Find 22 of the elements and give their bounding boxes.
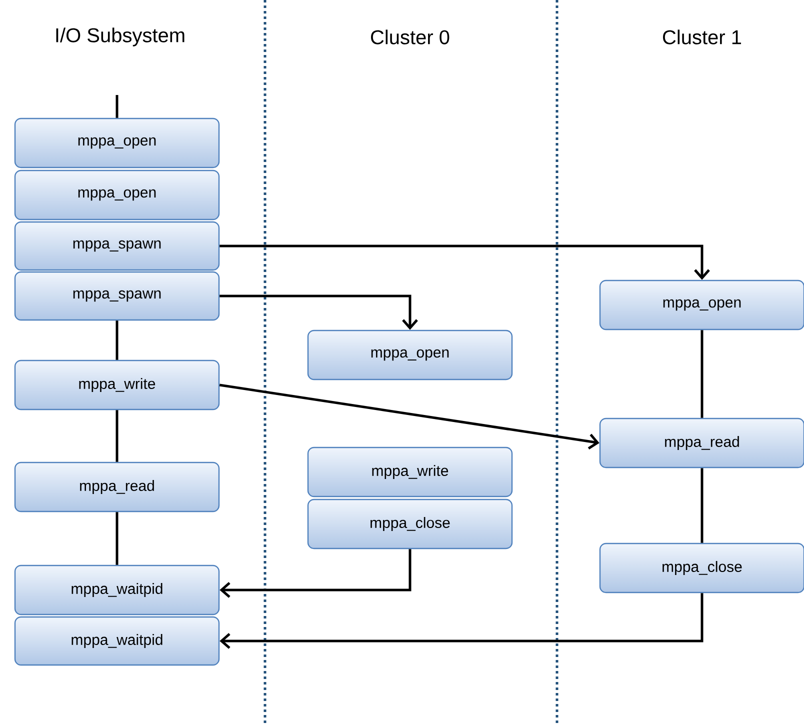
process-box: mppa_spawn	[14, 271, 220, 321]
process-box: mppa_waitpid	[14, 616, 220, 666]
process-box: mppa_read	[14, 462, 220, 512]
process-box: mppa_open	[14, 118, 220, 168]
connector-arrow	[219, 384, 600, 450]
process-box: mppa_waitpid	[14, 564, 220, 616]
connector-arrow	[220, 549, 412, 598]
process-box: mppa_close	[307, 498, 513, 550]
connector-arrow	[220, 593, 704, 649]
process-box: mppa_write	[14, 360, 220, 410]
process-box: mppa_close	[599, 542, 804, 594]
column-title: Cluster 1	[663, 30, 742, 44]
connector-arrow	[220, 244, 710, 280]
process-box: mppa_open	[307, 330, 513, 380]
process-box: mppa_open	[14, 170, 220, 220]
column-title: I/O Subsystem	[56, 28, 184, 46]
process-box: mppa_read	[599, 418, 804, 468]
process-box: mppa_spawn	[14, 221, 220, 271]
process-box: mppa_open	[599, 280, 804, 330]
process-box: mppa_write	[307, 446, 513, 498]
column-title: Cluster 0	[371, 30, 450, 44]
connector-arrow	[220, 294, 418, 330]
